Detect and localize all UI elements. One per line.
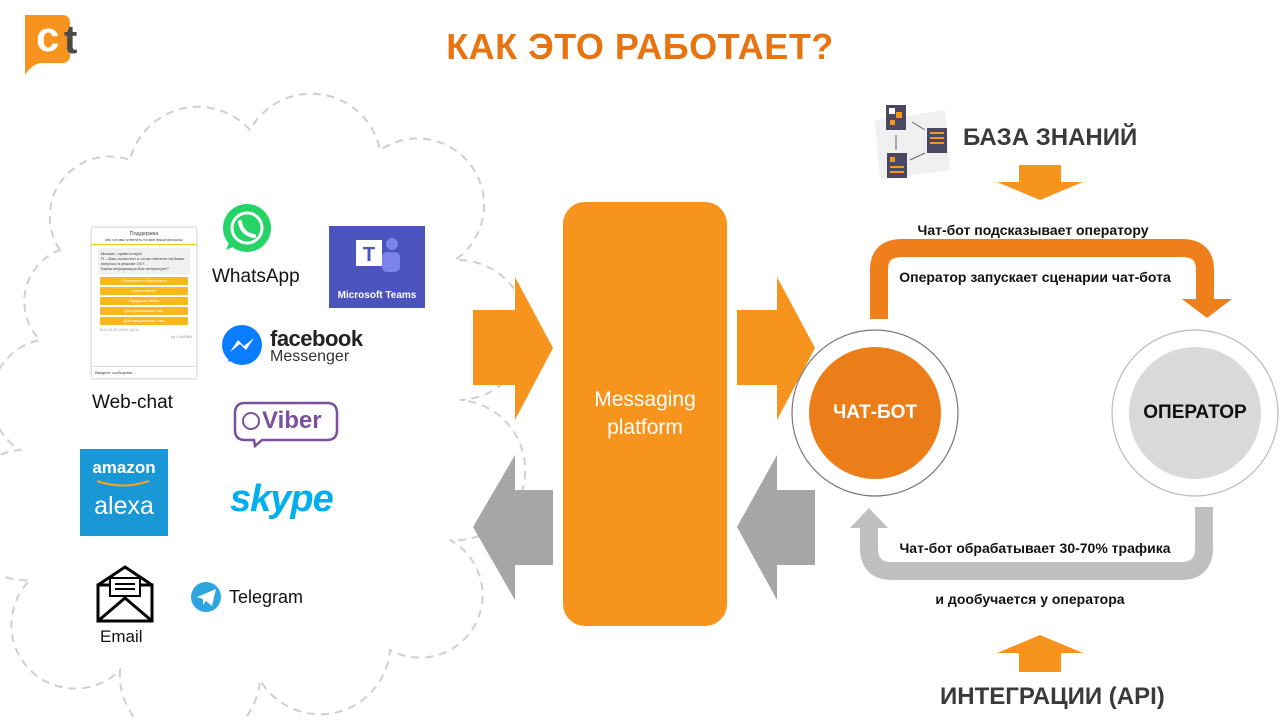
loop-orange-arrowhead	[1182, 299, 1232, 318]
email-icon	[96, 565, 154, 623]
logo-bubble	[25, 15, 70, 75]
operator-circle	[1129, 347, 1261, 479]
webchat-question: Какая информация Вас интересует?	[101, 266, 169, 271]
arrow-up-integrations	[997, 635, 1083, 672]
flow-bottom-outer: и дообучается у оператора	[935, 591, 1125, 607]
operator-label: ОПЕРАТОР	[1143, 402, 1247, 423]
webchat-greeting: Михаил, приветствую!	[101, 251, 143, 256]
logo-c: c	[36, 13, 60, 60]
amazon-smile-icon	[96, 480, 150, 487]
teams-label: Microsoft Teams	[337, 290, 417, 301]
webchat-header-title: Поддержка	[129, 231, 159, 237]
facebook-label: facebook	[270, 326, 363, 351]
loop-gray-arrowhead	[850, 508, 888, 528]
webchat-intro: Я – Ваш ассистент и готов ответить на Ва…	[101, 256, 185, 266]
logo-t: t	[64, 18, 78, 62]
arrow-right-to-chatbot	[737, 277, 815, 420]
email-label: Email	[100, 627, 143, 646]
arrow-left-from-platform	[473, 455, 553, 600]
arrow-left-from-chatbot	[737, 455, 815, 600]
knowledge-base-icon	[875, 105, 950, 180]
platform-line1: Messaging	[594, 388, 696, 411]
webchat-option[interactable]: Для физических лиц	[100, 307, 188, 315]
flow-bottom-inner: Чат-бот обрабатывает 30-70% трафика	[899, 540, 1171, 556]
knowledge-base-label: БАЗА ЗНАНИЙ	[963, 124, 1138, 151]
webchat-header-sub: Мы готовы ответить на все ваши вопросы	[105, 237, 183, 242]
viber-label: Viber	[262, 407, 322, 434]
webchat-brand: by CraftTalk	[170, 334, 192, 339]
loop-gray	[860, 507, 1213, 580]
whatsapp-label: WhatsApp	[212, 266, 300, 287]
webchat-timestamp: Бот 12.05.2019 13:01	[100, 327, 139, 332]
webchat-option[interactable]: Курсы валют	[100, 287, 188, 295]
teams-icon-box	[329, 226, 425, 308]
messenger-label: Messenger	[270, 348, 350, 365]
arrow-down-knowledge	[997, 165, 1083, 200]
webchat-input[interactable]: Введите сообщение...	[92, 366, 196, 378]
webchat-option[interactable]: Для юридических лиц	[100, 317, 188, 325]
webchat-label: Web-chat	[92, 392, 173, 413]
skype-logo: skype	[230, 478, 334, 520]
integrations-label: ИНТЕГРАЦИИ (API)	[940, 683, 1165, 710]
messenger-icon	[222, 325, 262, 365]
flow-top-outer: Чат-бот подсказывает оператору	[917, 222, 1149, 238]
alexa-box	[80, 449, 168, 536]
arrow-right-to-platform	[473, 277, 553, 420]
svg-text:T: T	[363, 244, 375, 266]
viber-logo	[233, 401, 339, 449]
whatsapp-icon	[223, 204, 271, 252]
flow-top-inner: Оператор запускает сценарии чат-бота	[899, 269, 1171, 285]
loop-orange	[870, 239, 1214, 319]
webchat-option[interactable]: Отделения и банкоматы	[100, 277, 188, 285]
webchat-option[interactable]: Продукты банка	[100, 297, 188, 305]
page-title: КАК ЭТО РАБОТАЕТ?	[446, 26, 834, 67]
platform-line2: platform	[607, 416, 683, 439]
teams-icon: T	[356, 238, 400, 272]
chatbot-label: ЧАТ-БОТ	[832, 402, 918, 423]
chatbot-circle	[809, 347, 941, 479]
telegram-icon	[191, 582, 221, 612]
alexa-label: alexa	[94, 492, 154, 520]
telegram-label: Telegram	[229, 587, 304, 607]
messaging-platform: Messaging platform	[563, 202, 727, 626]
amazon-label: amazon	[92, 458, 156, 477]
